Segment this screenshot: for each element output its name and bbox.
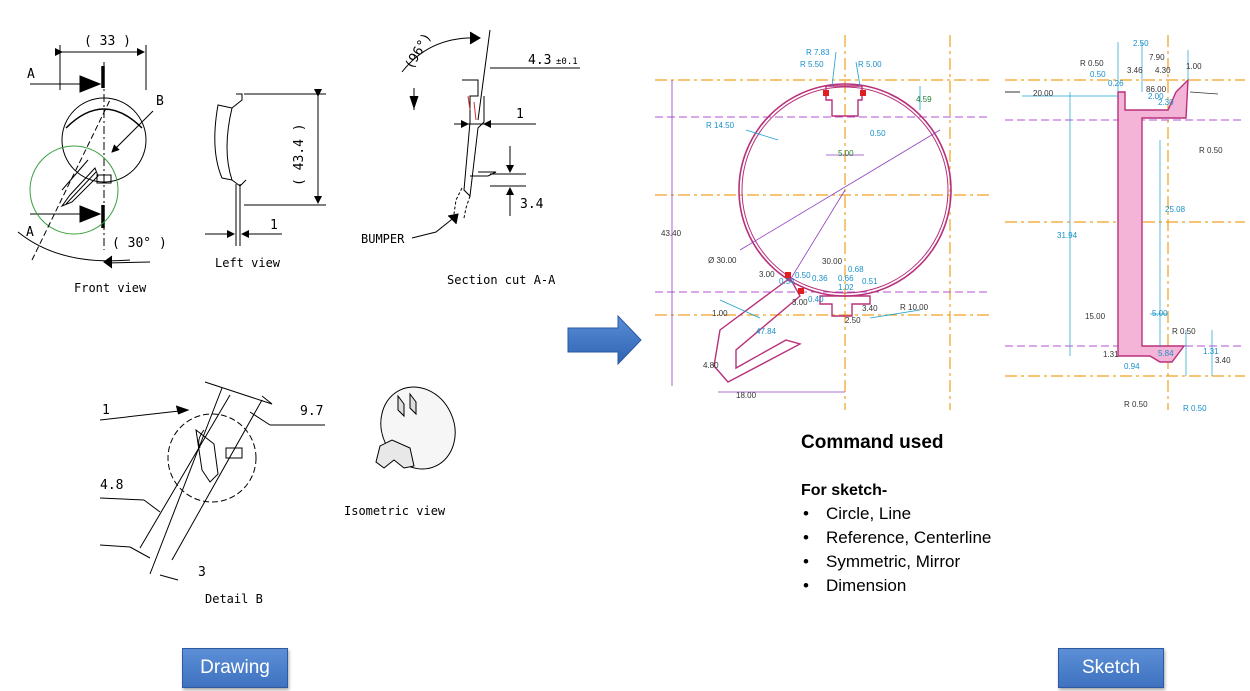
section-dim-step: 3.4 [520, 197, 544, 212]
front-view-label-a-top: A [27, 67, 35, 82]
commands-list: Circle, Line Reference, Centerline Symme… [801, 502, 1201, 598]
sf-d4340: 43.40 [661, 229, 682, 238]
sf-d300a: 3.00 [759, 270, 775, 279]
section-bumper: BUMPER [361, 232, 405, 246]
ss-d250t: 2.50 [1133, 39, 1149, 48]
ss-d8600: 86.00 [1146, 85, 1167, 94]
detail-dim-width: 9.7 [300, 404, 323, 419]
detail-dim-one: 1 [102, 403, 110, 418]
isometric-view [375, 386, 456, 470]
sf-d102: 1.02 [838, 283, 854, 292]
detail-dim-small: 3 [198, 565, 206, 580]
ss-d3194: 31.94 [1057, 231, 1078, 240]
ss-r050c: R 0.50 [1172, 327, 1196, 336]
sf-d1800: 18.00 [736, 391, 757, 400]
ss-r050e: R 0.50 [1183, 404, 1207, 413]
sf-r1450: R 14.50 [706, 121, 735, 130]
ss-d026: 0.26 [1108, 79, 1124, 88]
sf-r550: R 5.50 [800, 60, 824, 69]
commands-title: Command used [801, 432, 944, 453]
detail-view [99, 381, 325, 581]
sketch-button[interactable]: Sketch [1058, 648, 1164, 688]
ss-d050: 0.50 [1090, 70, 1106, 79]
isometric-caption: Isometric view [344, 504, 446, 518]
sf-d036: 0.36 [812, 274, 828, 283]
commands-panel: Command used For sketch- Circle, Line Re… [801, 432, 1201, 598]
sf-d051: 0.51 [862, 277, 878, 286]
front-view-dim-top: ( 33 ) [84, 34, 131, 49]
section-dim-top: 4.3 [528, 53, 551, 68]
ss-d131b: 1.31 [1203, 347, 1219, 356]
sketch-front-labels: R 7.83 R 5.50 R 5.00 4.59 R 14.50 0.50 5… [661, 48, 932, 400]
ss-d100: 1.00 [1186, 62, 1202, 71]
section-dim-one: 1 [516, 107, 524, 122]
command-item: Reference, Centerline [801, 526, 1201, 550]
ss-d200: 2.00 [1148, 92, 1164, 101]
ss-d346: 3.46 [1127, 66, 1143, 75]
command-item: Symmetric, Mirror [801, 550, 1201, 574]
sf-d500: 5.00 [838, 149, 854, 158]
transition-arrow-icon [567, 314, 642, 366]
sf-d060: 0.68 [848, 265, 864, 274]
ss-d230: 2.30 [1158, 98, 1174, 107]
sf-r783: R 7.83 [806, 48, 830, 57]
command-item: Dimension [801, 574, 1201, 598]
left-view [205, 89, 326, 246]
sf-d040: 0.40 [808, 295, 824, 304]
sf-r500: R 5.00 [858, 60, 882, 69]
sf-d459: 4.59 [916, 95, 932, 104]
sf-d050b: 0.50 [795, 271, 811, 280]
left-view-dim-height: ( 43.4 ) [292, 123, 307, 186]
front-view-label-b: B [156, 94, 164, 109]
sketch-front [655, 35, 990, 410]
ss-r050d: R 0.50 [1124, 400, 1148, 409]
section-view [401, 29, 580, 239]
ss-d2508: 25.08 [1165, 205, 1186, 214]
ss-d2000: 20.00 [1033, 89, 1054, 98]
sf-d480: 4.80 [703, 361, 719, 370]
drawing-button[interactable]: Drawing [182, 648, 288, 688]
sf-d050: 0.50 [870, 129, 886, 138]
left-view-dim-thickness: 1 [270, 218, 278, 233]
detail-dim-depth: 4.8 [100, 478, 123, 493]
left-view-caption: Left view [215, 256, 281, 270]
detail-caption: Detail B [205, 592, 263, 606]
front-view-label-a-bottom: A [26, 225, 34, 240]
sf-dia30: Ø 30.00 [708, 256, 737, 265]
sf-d3000: 30.00 [822, 257, 843, 266]
section-tolerance: ±0.1 [556, 57, 578, 67]
front-view-caption: Front view [74, 281, 147, 295]
ss-d340: 3.40 [1215, 356, 1231, 365]
ss-d1500: 15.00 [1085, 312, 1106, 321]
ss-d790: 7.90 [1149, 53, 1165, 62]
sketch-side [1005, 35, 1245, 410]
command-item: Circle, Line [801, 502, 1201, 526]
ss-r050b: R 0.50 [1199, 146, 1223, 155]
sf-d4784: 47.84 [756, 327, 777, 336]
sketch-side-labels: 2.50 7.90 R 0.50 3.46 4.30 1.00 0.50 0.2… [1033, 39, 1231, 413]
ss-d430: 4.30 [1155, 66, 1171, 75]
sf-d250: 2.50 [845, 316, 861, 325]
sf-d100: 1.00 [712, 309, 728, 318]
sf-r1000: R 10.00 [900, 303, 929, 312]
ss-d094: 0.94 [1124, 362, 1140, 371]
front-view [17, 45, 154, 269]
section-caption: Section cut A-A [447, 273, 556, 287]
section-angle: (96°) [402, 31, 435, 72]
commands-subtitle: For sketch- [801, 482, 888, 499]
ss-r050a: R 0.50 [1080, 59, 1104, 68]
sf-d066: 0.66 [838, 274, 854, 283]
ss-d131a: 1.31 [1103, 350, 1119, 359]
ss-d584: 5.84 [1158, 349, 1174, 358]
sf-d300b: 3.00 [792, 298, 808, 307]
sf-d340: 3.40 [862, 304, 878, 313]
ss-d500: 5.00 [1152, 309, 1168, 318]
sf-d054: 0.54 [779, 277, 795, 286]
front-view-angle: ( 30° ) [112, 236, 167, 251]
